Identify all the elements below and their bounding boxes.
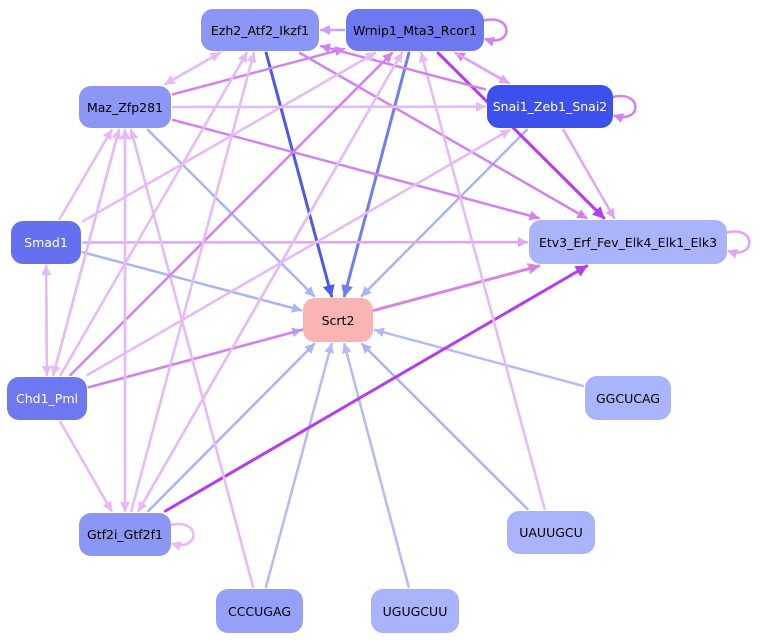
node-label: CCCUGAG: [227, 603, 292, 619]
edge-uauugcu-to-scrt2: [360, 342, 529, 511]
edge-maz-to-etv3: [171, 118, 540, 221]
node-label: Smad1: [24, 235, 68, 250]
self-loop-etv3: [724, 230, 751, 259]
edge-snai1-to-scrt2: [360, 128, 528, 298]
edge-wrnip1-to-etv3: [436, 51, 606, 220]
edge-gtf2i-to-etv3: [163, 264, 589, 513]
edge-smad1-to-wrnip1: [81, 51, 377, 223]
node-label: Ezh2_Atf2_Ikzf1: [210, 22, 310, 38]
node-label: Wrnip1_Mta3_Rcor1: [352, 22, 478, 38]
edge-wrnip1-to-gtf2i: [137, 51, 404, 513]
edge-ugugcuu-to-scrt2: [341, 342, 410, 589]
edge-ezh2-to-maz: [164, 51, 221, 86]
edge-chd1-to-ezh2: [59, 51, 248, 377]
node-maz[interactable]: Maz_Zfp281: [79, 86, 171, 128]
node-label: Chd1_Pml: [16, 391, 78, 406]
edge-chd1-to-smad1: [41, 264, 52, 377]
edge-cccugag-to-scrt2: [264, 342, 335, 589]
edge-uauugcu-to-wrnip1: [418, 51, 546, 511]
node-ugugcuu[interactable]: UGUGCUU: [371, 589, 459, 633]
node-etv3[interactable]: Etv3_Erf_Fev_Elk4_Elk1_Elk3: [529, 220, 727, 264]
edge-smad1-to-maz: [58, 128, 113, 221]
node-label: Scrt2: [321, 312, 355, 328]
edge-ggcucag-to-scrt2: [373, 327, 585, 388]
node-smad1[interactable]: Smad1: [11, 221, 81, 264]
node-label: GGCUCAG: [596, 390, 660, 406]
node-snai1[interactable]: Snai1_Zeb1_Snai2: [487, 85, 613, 128]
self-loop-wrnip1: [481, 18, 508, 47]
node-ggcucag[interactable]: GGCUCAG: [585, 376, 671, 420]
edge-snai1-to-ezh2: [319, 43, 487, 91]
node-scrt2[interactable]: Scrt2: [303, 298, 373, 342]
edge-maz-to-wrnip1: [171, 46, 346, 96]
edge-cccugag-to-maz: [128, 128, 255, 589]
edge-wrnip1-to-snai1: [454, 51, 510, 85]
node-label: Gtf2i_Gtf2f1: [87, 527, 163, 542]
node-uauugcu[interactable]: UAUUGCU: [507, 511, 595, 554]
edge-chd1-to-gtf2i: [59, 420, 113, 513]
edge-ezh2-to-scrt2: [264, 51, 335, 298]
edge-maz-to-chd1: [50, 128, 121, 377]
edge-gtf2i-to-ezh2: [130, 51, 257, 513]
self-loop-gtf2i: [168, 522, 195, 551]
node-label: UGUGCUU: [382, 603, 448, 619]
self-loop-snai1: [610, 94, 637, 123]
edge-gtf2i-to-scrt2: [147, 342, 316, 513]
node-ezh2[interactable]: Ezh2_Atf2_Ikzf1: [201, 9, 319, 51]
node-label: Etv3_Erf_Fev_Elk4_Elk1_Elk3: [538, 234, 718, 250]
node-chd1[interactable]: Chd1_Pml: [7, 377, 87, 420]
node-gtf2i[interactable]: Gtf2i_Gtf2f1: [79, 513, 171, 556]
node-wrnip1[interactable]: Wrnip1_Mta3_Rcor1: [346, 9, 484, 51]
edge-chd1-to-snai1: [86, 128, 511, 377]
node-label: Maz_Zfp281: [86, 99, 163, 115]
node-cccugag[interactable]: CCCUGAG: [216, 589, 303, 633]
node-label: Snai1_Zeb1_Snai2: [492, 99, 608, 114]
edge-snai1-to-etv3: [562, 128, 616, 220]
node-label: UAUUGCU: [519, 525, 583, 540]
